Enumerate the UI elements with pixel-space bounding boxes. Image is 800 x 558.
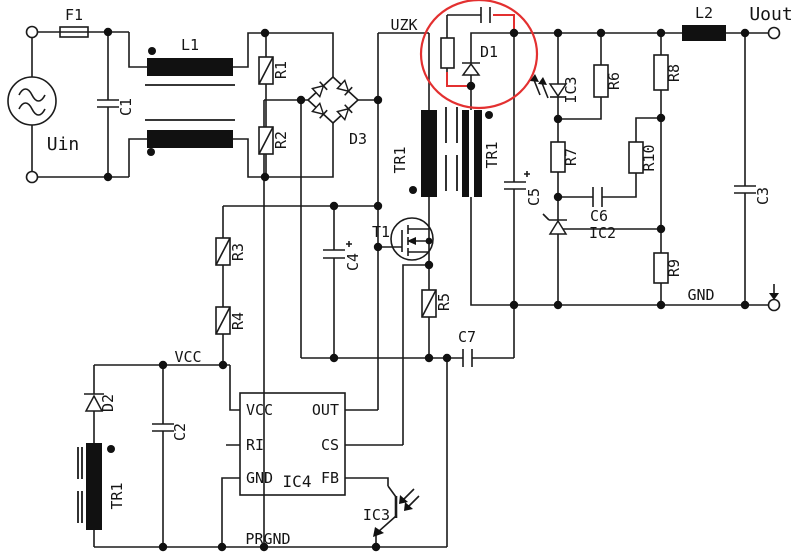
label-r2: R2 <box>272 131 290 149</box>
label-uout: Uout <box>749 4 792 25</box>
label-r5: R5 <box>435 293 453 311</box>
resistor-r3 <box>215 237 231 266</box>
pin-out: OUT <box>312 401 339 419</box>
label-d2: D2 <box>99 394 117 412</box>
label-d1: D1 <box>480 43 498 61</box>
label-d3: D3 <box>349 130 367 148</box>
highlighted-wires <box>446 14 515 87</box>
transformer-tr1-aux <box>77 443 115 530</box>
capacitor-c3 <box>734 185 756 194</box>
label-ic3-top: IC3 <box>562 76 580 103</box>
optocoupler-transistor-ic3 <box>373 488 420 537</box>
resistor-r1 <box>258 56 274 85</box>
capacitor-c2 <box>152 423 174 432</box>
resistor-r10 <box>628 141 644 174</box>
highlight-ellipse <box>419 0 539 110</box>
wires <box>31 14 775 548</box>
fuse-f1 <box>59 26 89 38</box>
label-prgnd: PRGND <box>245 530 290 548</box>
choke-l1 <box>145 47 235 156</box>
input-terminal-bottom <box>25 170 39 184</box>
label-c6: C6 <box>590 207 608 225</box>
label-f1: F1 <box>65 6 83 24</box>
ac-source-uin <box>7 25 57 184</box>
pin-cs: CS <box>321 436 339 454</box>
label-c3: C3 <box>754 187 772 205</box>
snubber-resistor <box>440 37 455 69</box>
shunt-regulator-ic2 <box>542 213 568 235</box>
resistor-r6 <box>593 64 609 98</box>
diode-d2 <box>84 393 104 412</box>
label-r6: R6 <box>605 72 623 90</box>
label-r10: R10 <box>640 144 658 171</box>
label-uin: Uin <box>47 134 80 155</box>
label-r9: R9 <box>665 259 683 277</box>
label-l2: L2 <box>695 4 713 22</box>
pin-gnd: GND <box>246 469 273 487</box>
label-r8: R8 <box>665 64 683 82</box>
label-t1: T1 <box>372 223 390 241</box>
label-vcc: VCC <box>174 348 201 366</box>
inductor-l2 <box>682 25 726 41</box>
capacitor-c6 <box>592 187 603 207</box>
bridge-rectifier-d3 <box>306 75 360 125</box>
label-r1: R1 <box>272 61 290 79</box>
mosfet-t1 <box>390 217 434 261</box>
resistor-r9 <box>653 252 669 284</box>
label-tr1-aux: TR1 <box>108 482 126 509</box>
capacitor-c7 <box>462 349 473 367</box>
label-r7: R7 <box>562 148 580 166</box>
controller-ic4 <box>239 392 346 496</box>
capacitor-c4 <box>323 241 352 259</box>
label-gnd: GND <box>687 286 714 304</box>
label-ic3-bottom: IC3 <box>363 506 390 524</box>
label-r4: R4 <box>229 312 247 330</box>
output-terminal-gnd <box>767 293 781 312</box>
transformer-tr1 <box>409 107 493 201</box>
optocoupler-led-ic3 <box>530 74 568 99</box>
label-c2: C2 <box>171 423 189 441</box>
label-tr1-left: TR1 <box>391 146 409 173</box>
resistor-r7 <box>550 141 566 173</box>
labels: F1 Uin C1 L1 R1 R2 D3 UZK D1 TR1 TR1 T1 … <box>47 4 793 548</box>
label-ic4: IC4 <box>283 472 312 491</box>
label-r3: R3 <box>229 243 247 261</box>
label-uzk: UZK <box>390 16 417 34</box>
label-l1: L1 <box>181 36 199 54</box>
resistor-r8 <box>653 54 669 91</box>
input-terminal-top <box>25 25 39 39</box>
junction-dots <box>103 27 750 552</box>
label-c7: C7 <box>458 328 476 346</box>
resistor-r4 <box>215 306 231 335</box>
pin-fb: FB <box>321 469 339 487</box>
capacitor-c1 <box>97 99 119 108</box>
label-ic2: IC2 <box>589 224 616 242</box>
resistor-r2 <box>258 126 274 155</box>
label-c4: C4 <box>344 253 362 271</box>
pin-vcc: VCC <box>246 401 273 419</box>
capacitor-c5 <box>504 171 530 190</box>
label-tr1-right: TR1 <box>483 141 501 168</box>
label-c1: C1 <box>117 98 135 116</box>
diode-d1 <box>461 62 481 76</box>
pin-ri: RI <box>246 436 264 454</box>
output-terminal-uout <box>767 26 781 40</box>
label-c5: C5 <box>525 188 543 206</box>
resistor-r5 <box>421 289 437 318</box>
snubber-capacitor <box>480 7 491 23</box>
